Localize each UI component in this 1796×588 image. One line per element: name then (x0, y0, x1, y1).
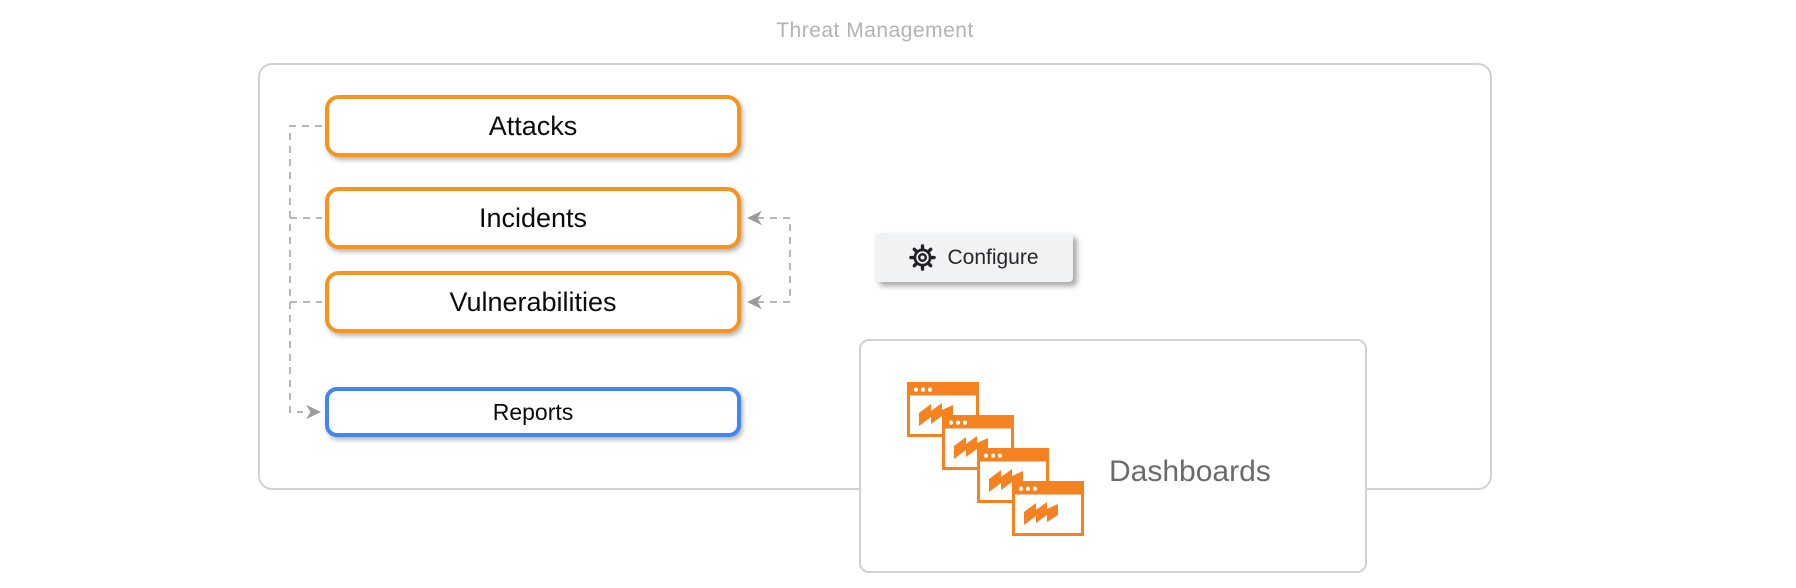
diagram-title: Threat Management (776, 19, 974, 42)
box-reports-label: Reports (492, 398, 574, 425)
dashboards-card[interactable]: Dashboards (859, 339, 1367, 573)
arrowhead-into-incidents (747, 210, 762, 226)
gear-icon (909, 244, 937, 271)
arrowhead-into-vulnerabilities (747, 294, 762, 310)
arrowhead-into-reports (306, 404, 321, 420)
box-attacks-label: Attacks (488, 110, 578, 141)
configure-button-label: Configure (947, 245, 1039, 269)
box-incidents[interactable]: Incidents (325, 187, 741, 249)
configure-button[interactable]: Configure (875, 233, 1073, 282)
box-reports[interactable]: Reports (325, 387, 741, 437)
connector-right-bracket (757, 217, 791, 303)
box-vulnerabilities-label: Vulnerabilities (449, 286, 617, 317)
dashboards-card-label: Dashboards (1109, 455, 1271, 488)
box-vulnerabilities[interactable]: Vulnerabilities (325, 271, 741, 333)
connector-left-fan (289, 125, 322, 413)
box-attacks[interactable]: Attacks (325, 95, 741, 157)
stacked-windows-icon (907, 382, 1084, 536)
box-incidents-label: Incidents (478, 202, 588, 233)
